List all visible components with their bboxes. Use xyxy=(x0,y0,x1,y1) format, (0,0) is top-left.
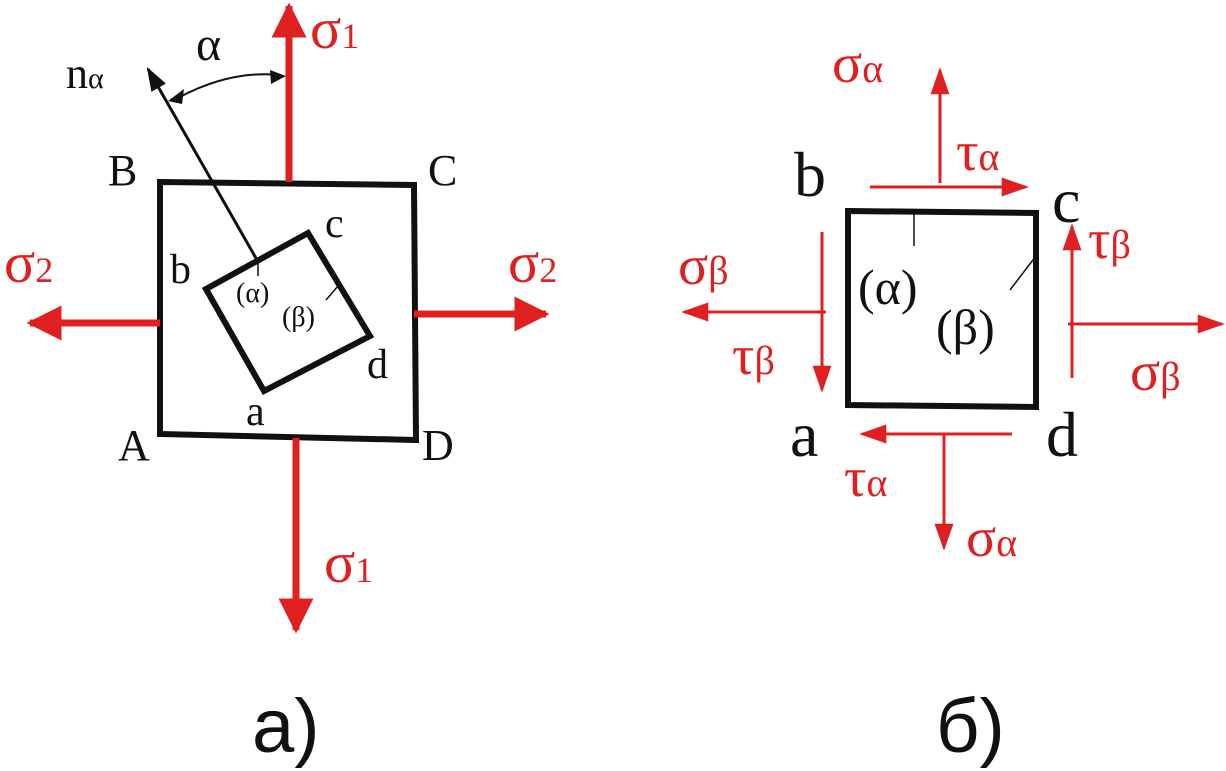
tau-alpha-bottom-label: τα xyxy=(844,447,888,509)
face-beta-label: (β) xyxy=(282,302,315,333)
face-beta-leader-b xyxy=(1009,255,1037,291)
inner-label-a: a xyxy=(246,389,265,435)
tau-beta-left-label: τβ xyxy=(732,325,775,387)
face-beta-leader xyxy=(325,285,339,301)
face-alpha-label-b: (α) xyxy=(858,259,918,315)
corner-label-d: d xyxy=(1046,399,1078,470)
tau-beta-right-label: τβ xyxy=(1088,209,1131,271)
outer-element-square xyxy=(157,178,420,444)
tau-alpha-top-label: τα xyxy=(956,121,1000,183)
inner-label-b: b xyxy=(170,247,191,293)
sigma-alpha-top-label: σα xyxy=(832,33,883,95)
angle-alpha-arc xyxy=(177,73,281,99)
corner-label-B: B xyxy=(108,146,137,195)
face-alpha-label: (α) xyxy=(236,278,269,309)
normal-n-alpha-arrow xyxy=(146,66,259,261)
sigma1-top-label: σ1 xyxy=(310,0,359,61)
sigma-beta-left-label: σβ xyxy=(678,235,729,297)
sigma-beta-right-label: σβ xyxy=(1130,341,1181,403)
corner-label-D: D xyxy=(422,421,454,470)
angle-arc-head-left xyxy=(168,89,184,104)
sigma-alpha-bottom-label: σα xyxy=(966,507,1017,569)
panel-b-caption: б) xyxy=(936,684,1005,769)
face-beta-label-b: (β) xyxy=(936,299,995,355)
corner-label-c: c xyxy=(1052,165,1080,236)
sigma2-right-label: σ2 xyxy=(508,230,557,295)
corner-label-a: a xyxy=(790,399,818,470)
corner-label-C: C xyxy=(428,146,457,195)
panel-a: B C A D b c d a (α) (β) nα α σ1 σ1 σ2 σ2… xyxy=(4,0,557,769)
corner-label-b: b xyxy=(794,139,826,210)
sigma2-left-label: σ2 xyxy=(4,230,53,295)
inner-rotated-element xyxy=(201,228,375,395)
normal-n-alpha-label: nα xyxy=(66,49,104,98)
sigma1-bottom-label: σ1 xyxy=(324,530,373,595)
angle-arc-head-right xyxy=(270,70,286,84)
inner-label-c: c xyxy=(325,201,344,247)
corner-label-A: A xyxy=(118,421,150,470)
panel-a-caption: а) xyxy=(252,684,320,769)
angle-alpha-label: α xyxy=(196,18,221,71)
inner-label-d: d xyxy=(367,342,388,388)
element-abcd xyxy=(845,207,1039,411)
panel-b: b c a d (α) (β) σα τα σβ τβ τβ σβ τα σα xyxy=(678,33,1225,769)
